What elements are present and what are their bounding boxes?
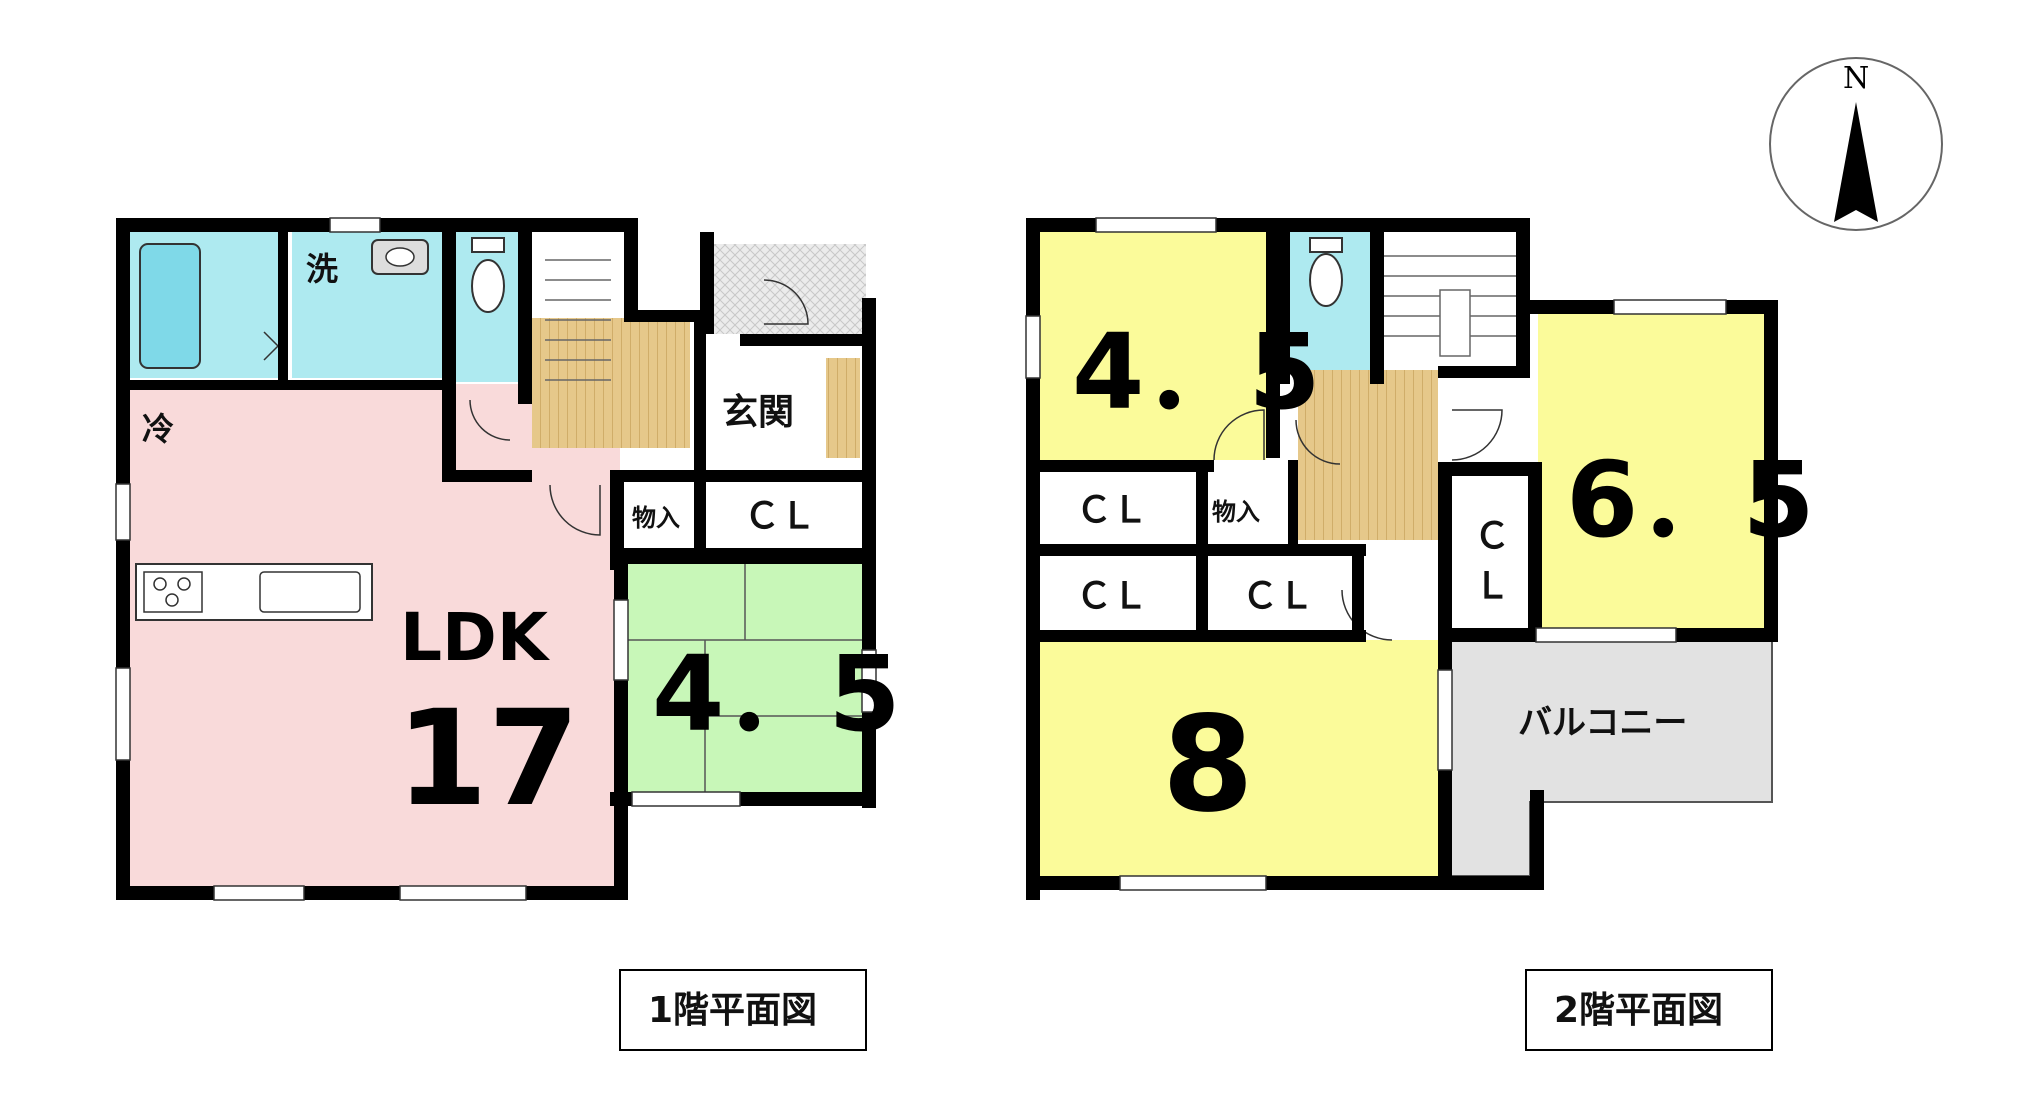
storage-2-label: 物入 bbox=[1212, 498, 1260, 526]
entrance-hall-area bbox=[702, 350, 822, 458]
stairs-2 bbox=[1384, 232, 1516, 372]
storage-2-area bbox=[1206, 470, 1288, 546]
compass-north-label: N bbox=[1843, 61, 1869, 96]
ldk-floor bbox=[128, 384, 620, 886]
toilet-1-tank-icon bbox=[471, 237, 505, 253]
north-arrow-icon bbox=[1834, 102, 1878, 222]
room-b-size-label: 6．5 bbox=[1566, 439, 1815, 561]
closet-2d-label-top: Ｃ bbox=[1474, 516, 1510, 557]
closet-1-area bbox=[706, 482, 862, 548]
room-b-floor bbox=[1538, 314, 1764, 628]
room-c-floor bbox=[1040, 640, 1438, 876]
door-swings-2 bbox=[1213, 409, 1503, 641]
storage-1-area bbox=[624, 482, 694, 548]
closet-2d-label-bottom: Ｌ bbox=[1474, 566, 1510, 607]
floor-1-caption: 1階平面図 bbox=[648, 990, 817, 1031]
toilet-2-icon bbox=[1309, 253, 1343, 307]
bathtub-icon bbox=[139, 243, 201, 369]
toilet-1-icon bbox=[471, 259, 505, 313]
toilet-2-tank-icon bbox=[1309, 237, 1343, 253]
closet-1-label: ＣＬ bbox=[744, 496, 816, 537]
tatami-lines bbox=[628, 564, 862, 792]
burner-icon bbox=[177, 577, 191, 591]
windows-floor-1 bbox=[115, 217, 877, 901]
closet-2b-area bbox=[1040, 556, 1196, 632]
fridge-label: 冷 bbox=[142, 410, 174, 448]
burner-icon bbox=[153, 577, 167, 591]
storage-1-label: 物入 bbox=[632, 504, 680, 532]
kitchen-sink-icon bbox=[259, 571, 361, 613]
balcony-label: バルコニー bbox=[1518, 703, 1687, 743]
closet-2a-area bbox=[1040, 470, 1196, 546]
floor-1-caption-box bbox=[619, 969, 867, 1051]
entrance-tile bbox=[702, 244, 866, 334]
floor-2 bbox=[1025, 217, 1778, 900]
floor-2-caption-box bbox=[1525, 969, 1773, 1051]
room-c-size-label: 8 bbox=[1162, 688, 1254, 842]
washitsu-size-label: 4．5 bbox=[652, 633, 901, 755]
stairs-1-treads bbox=[545, 259, 611, 381]
closet-2c-area bbox=[1206, 556, 1362, 632]
basin-bowl-icon bbox=[385, 247, 415, 267]
entrance-label: 玄関 bbox=[722, 392, 794, 433]
burner-icon bbox=[165, 593, 179, 607]
closet-2b-label: ＣＬ bbox=[1076, 576, 1148, 617]
hallway-1 bbox=[532, 318, 690, 448]
entrance-step bbox=[826, 358, 860, 458]
room-a-floor bbox=[1040, 232, 1266, 460]
hallway-2 bbox=[1298, 370, 1438, 540]
washroom-label: 洗 bbox=[306, 250, 338, 288]
closet-2c-label: ＣＬ bbox=[1242, 576, 1314, 617]
walls-floor-2 bbox=[1026, 218, 1778, 900]
room-a-size-label: 4．5 bbox=[1072, 311, 1321, 433]
floor-2-caption: 2階平面図 bbox=[1554, 990, 1723, 1031]
windows-floor-2 bbox=[1025, 217, 1727, 891]
floor-1 bbox=[115, 217, 877, 901]
ldk-name-label: LDK bbox=[400, 599, 551, 676]
stairs-2-treads bbox=[1384, 255, 1516, 357]
compass: N bbox=[1769, 57, 1943, 231]
closet-2a-label: ＣＬ bbox=[1076, 490, 1148, 531]
ldk-size-label: 17 bbox=[396, 682, 580, 836]
balcony-floor bbox=[1447, 639, 1773, 877]
closet-2d-area bbox=[1452, 478, 1528, 628]
